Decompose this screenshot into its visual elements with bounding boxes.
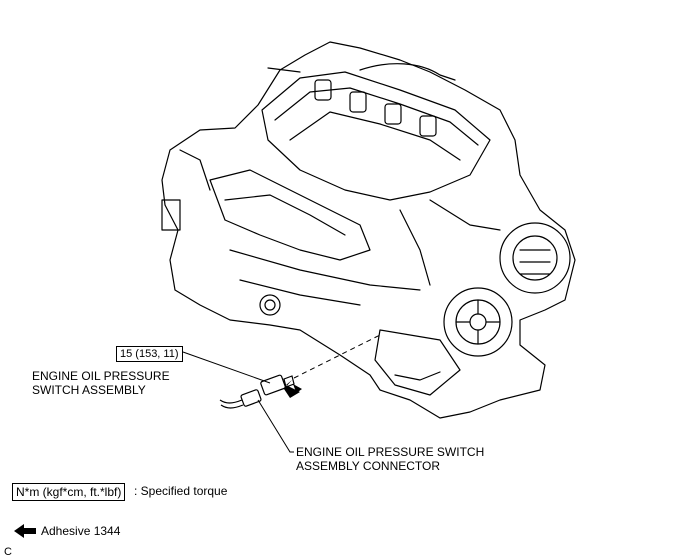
torque-leader (182, 351, 271, 384)
engine-outline (161, 41, 576, 419)
oil-pressure-switch (260, 374, 295, 396)
connector-label-line2: ASSEMBLY CONNECTOR (296, 459, 441, 473)
install-line (293, 334, 381, 379)
switch-connector (219, 389, 262, 409)
adhesive-legend-arrow (14, 524, 36, 538)
connector-label-line1: ENGINE OIL PRESSURE SWITCH (296, 445, 485, 459)
torque-callout: 15 (153, 11) (116, 346, 183, 362)
adhesive-legend-label: Adhesive 1344 (41, 524, 121, 538)
connector-leader (257, 399, 294, 453)
torque-legend-desc: : Specified torque (134, 484, 228, 498)
switch-assembly-label-line1: ENGINE OIL PRESSURE (32, 369, 170, 383)
switch-assembly-label-line2: SWITCH ASSEMBLY (32, 383, 146, 397)
corner-code: C (4, 546, 12, 558)
torque-units-legend: N*m (kgf*cm, ft.*lbf) (12, 483, 126, 501)
